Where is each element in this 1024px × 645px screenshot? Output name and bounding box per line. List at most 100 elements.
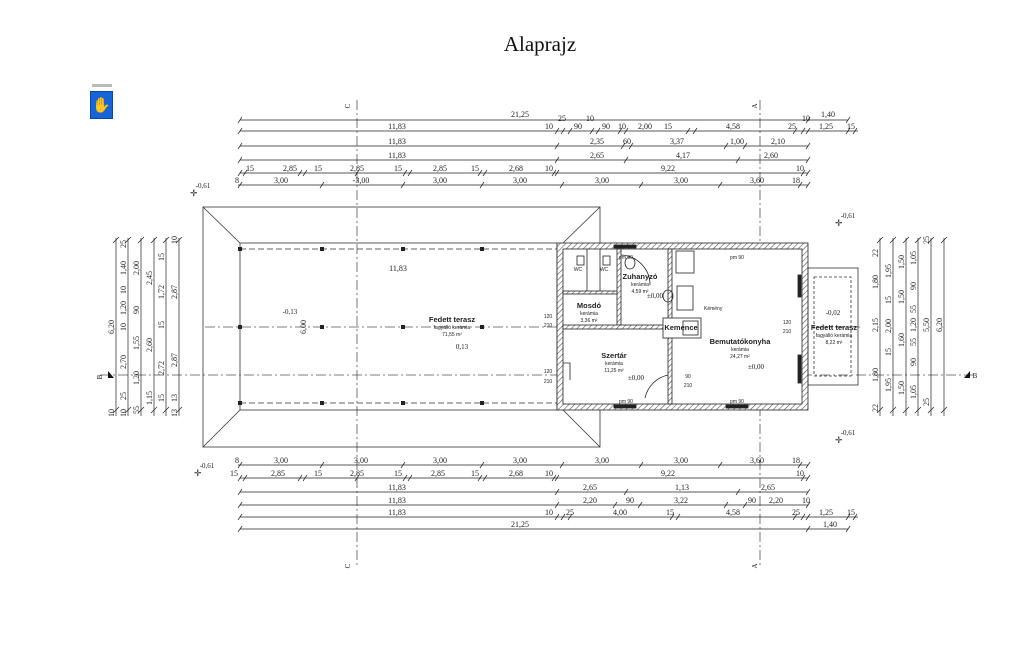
dimension-tick [805, 181, 811, 189]
room-wc1-name: WC [574, 267, 583, 273]
level-label: 0,13 [456, 343, 469, 351]
dimension-tick [237, 501, 243, 509]
dimension-tick [479, 181, 485, 189]
dimension-label: 1,50 [897, 381, 906, 395]
dimension-tick [685, 127, 691, 135]
section-marker [108, 371, 114, 378]
dimension-tick [237, 181, 243, 189]
dimension-label: 55 [909, 338, 918, 346]
room-terrace_left-name: Fedett terasz [429, 315, 476, 324]
dimension-tick [852, 513, 858, 521]
dimension-tick [623, 156, 629, 164]
dimension-tick [554, 142, 560, 150]
opening-label: 210 [544, 323, 553, 329]
post [480, 247, 484, 251]
dimension-tick [124, 406, 132, 414]
dimension-label: 1,15 [145, 391, 154, 405]
dimension-label: 11,83 [388, 122, 406, 131]
dimension-tick [735, 488, 741, 496]
axis-label-c: C [344, 563, 352, 568]
dimension-tick [800, 169, 806, 177]
dimension-label: 2,87 [170, 285, 179, 299]
opening-label: 210 [684, 383, 693, 389]
dimension-label: 22 [871, 249, 880, 257]
dimension-tick [554, 127, 560, 135]
room-terrace_right-area: 8,22 m² [826, 340, 843, 346]
dimension-label: 2,65 [590, 151, 604, 160]
dimension-label: 1,80 [871, 368, 880, 382]
dimension-label: 10 [802, 496, 810, 505]
dimension-label: 3,37 [670, 137, 684, 146]
dimension-tick [876, 236, 884, 244]
room-terrace_left-area: 71,55 m² [442, 332, 462, 338]
dimension-tick [742, 142, 748, 150]
dimension-label: 3,00 [433, 456, 447, 465]
dimension-tick [400, 181, 406, 189]
level-label: -0,61 [841, 212, 856, 220]
dimension-label: 1,55 [132, 336, 141, 350]
opening-label: 120 [544, 314, 553, 320]
dimension-tick [623, 127, 629, 135]
dimension-tick [800, 513, 806, 521]
dimension-tick [559, 181, 565, 189]
dimension-tick [620, 142, 626, 150]
dimension-label: 10 [545, 469, 553, 478]
dimension-label: 15 [884, 296, 893, 304]
dimension-label: 2,00 [638, 122, 652, 131]
dimension-tick [124, 236, 132, 244]
dimension-label: 9,22 [661, 469, 675, 478]
dimension-label: 3,00 [595, 456, 609, 465]
level-label: -0,61 [196, 182, 211, 190]
dimension-tick [407, 474, 413, 482]
dimension-label: 25 [922, 398, 931, 406]
hand-tool[interactable]: ✋ [90, 84, 114, 122]
post [320, 325, 324, 329]
dimension-tick [805, 474, 811, 482]
axis-label-c: C [344, 103, 352, 108]
dimension-label: 2,60 [145, 338, 154, 352]
dimension-label: 1,00 [730, 137, 744, 146]
post [480, 325, 484, 329]
dimension-label: 8 [235, 456, 239, 465]
dimension-tick [845, 513, 851, 521]
dimension-tick [551, 474, 557, 482]
dimension-label: 3,00 [674, 176, 688, 185]
dimension-tick [319, 181, 325, 189]
dimension-label: 10 [618, 122, 626, 131]
dimension-label: 10 [119, 409, 128, 417]
dimension-tick [297, 169, 303, 177]
dimension-label: 15 [471, 164, 479, 173]
dimension-label: 11,83 [388, 151, 406, 160]
dimension-label: 1,72 [157, 285, 166, 299]
dimension-label: 1,20 [132, 371, 141, 385]
dimension-tick [742, 501, 748, 509]
dimension-label: 1,25 [819, 122, 833, 131]
dimension-tick [623, 488, 629, 496]
dimension-label: 15 [394, 164, 402, 173]
dimension-label: 1,13 [675, 483, 689, 492]
dimension-label: 2,70 [119, 355, 128, 369]
dimension-tick [675, 513, 681, 521]
toolbar-handle[interactable] [92, 84, 112, 87]
dimension-label: 2,35 [590, 137, 604, 146]
dimension-tick [669, 513, 675, 521]
dimension-label: 11,83 [388, 483, 406, 492]
dimension-label: 1,60 [897, 333, 906, 347]
dimension-label: 10 [170, 236, 179, 244]
dimension-label: 25 [119, 240, 128, 248]
dimension-label: 90 [909, 282, 918, 290]
dimension-tick [162, 236, 170, 244]
dimension-label: 3,00 [274, 176, 288, 185]
dimension-tick [567, 513, 573, 521]
dimension-label: 25 [566, 508, 574, 517]
opening-label: 120 [783, 320, 792, 326]
dimension-label: 4,58 [726, 122, 740, 131]
dimension-tick [297, 474, 303, 482]
dimension-label: 60 [623, 137, 631, 146]
dimension-label: 21,25 [511, 520, 529, 529]
dimension-label: 25 [788, 122, 796, 131]
dimension-tick [112, 406, 120, 414]
dimension-label: 3,60 [750, 456, 764, 465]
hand-icon[interactable]: ✋ [90, 91, 113, 119]
dimension-label: 2,68 [509, 164, 523, 173]
